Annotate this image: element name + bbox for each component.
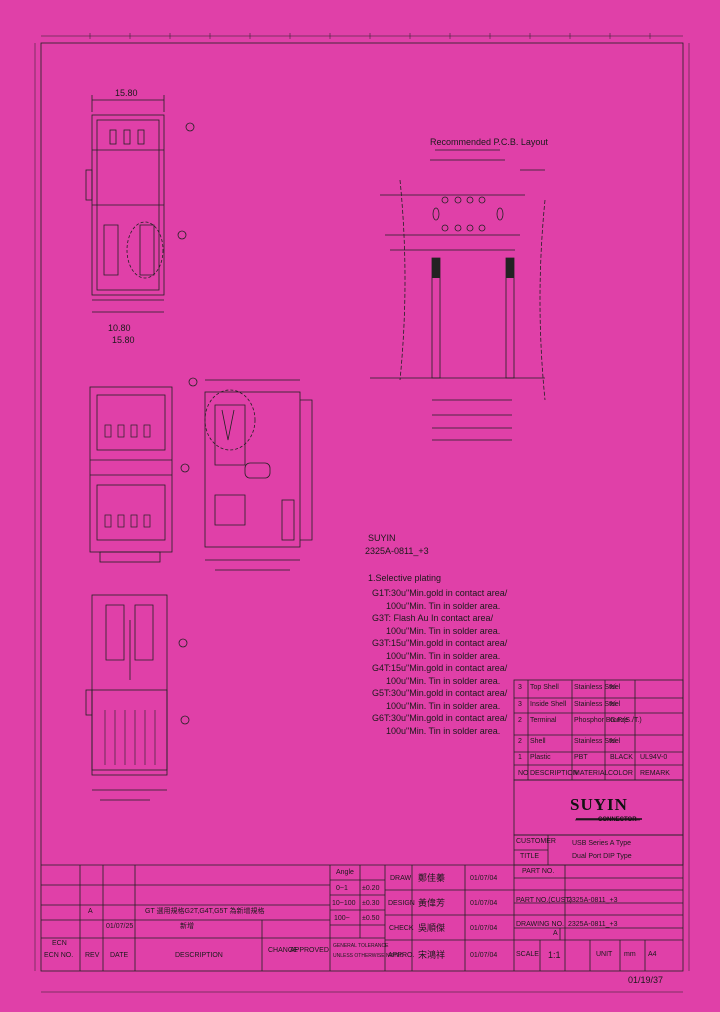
plating-note-line: 100u"Min. Tin in solder area.	[386, 725, 501, 736]
notes-title: 1.Selective plating	[368, 573, 442, 583]
bom-cell-color: BLACK	[610, 754, 633, 761]
part-label: PART NO.	[522, 868, 555, 875]
bom-cell-desc: Top Shell	[530, 684, 559, 691]
bom-cell-no: 3	[518, 701, 522, 708]
rev-description: GT 選用規格G2T,G4T,G5T 為新增規格	[145, 908, 265, 915]
plating-note-line: 100u"Min. Tin in solder area.	[386, 650, 501, 661]
bom-cell-mat: PBT	[574, 754, 588, 761]
plating-note-line: 100u"Min. Tin in solder area.	[386, 675, 501, 686]
drawing-no-label: DRAWING NO.	[516, 921, 564, 928]
bom-cell-mat: Stainless Steel	[574, 701, 621, 708]
bom-cell-desc: Inside Shell	[530, 701, 567, 708]
scale-value: 1:1	[548, 950, 561, 960]
angle-label: Angle	[336, 869, 354, 876]
tol1-label: 0~1	[336, 885, 348, 892]
design-date: 01/07/04	[470, 900, 498, 907]
dim-top-width: 15.80	[115, 88, 138, 98]
plating-note-line: G1T:30u"Min.gold in contact area/	[372, 588, 508, 598]
bom-cell-remark: UL94V-0	[640, 754, 668, 761]
tol-c: ±0.50	[362, 915, 380, 922]
scale-label: SCALE	[516, 951, 539, 958]
bom-cell-desc: Shell	[530, 738, 546, 745]
bom-cell-color: Ni	[610, 701, 617, 708]
bom-header-desc: DESCRIPTION	[530, 770, 578, 777]
check-label: CHECK	[389, 925, 414, 932]
drawing-no: 2325A-0811_+3	[568, 921, 618, 928]
bom-cell-no: 1	[518, 754, 522, 761]
bom-cell-color: G.P.(S./T.)	[610, 717, 642, 724]
bom-cell-color: Ni	[610, 738, 617, 745]
unless-noted: UNLESS OTHERWISE NOTED	[333, 953, 404, 959]
plating-note-line: 100u"Min. Tin in solder area.	[386, 625, 501, 636]
company-logo: SUYIN	[570, 795, 628, 814]
tol-a: ±0.20	[362, 885, 380, 892]
draw-date: 01/07/04	[470, 875, 498, 882]
appro-label: APPRO.	[388, 952, 415, 959]
plating-note-line: G3T: Flash Au In contact area/	[372, 613, 494, 623]
check-date: 01/07/04	[470, 925, 498, 932]
section-part: 2325A-0811_+3	[365, 546, 429, 556]
part-no-label: PART NO.(CUST)	[516, 897, 573, 904]
dim-width-2: 15.80	[112, 335, 135, 345]
bom-cell-mat: Phosphor Bronze	[574, 717, 629, 724]
bom-header-color: COLOR	[608, 770, 633, 777]
ecn-no-label: ECN NO.	[44, 952, 74, 959]
ecn-label: ECN	[52, 940, 67, 947]
tol2-label: 10~100	[332, 900, 356, 907]
title-line-1: USB Series A Type	[572, 840, 632, 847]
design-label: DESIGN	[388, 900, 415, 907]
part-no: 2325A-0811_+3	[568, 897, 618, 904]
rev-initial: 新增	[180, 923, 194, 930]
draw-name: 鄭佳蓁	[418, 873, 446, 883]
change-label: CHANGE	[268, 947, 298, 954]
tol-b: ±0.30	[362, 900, 380, 907]
unit-value: mm	[624, 951, 636, 958]
rev-label: REV	[85, 952, 100, 959]
rev-a-tb: A	[553, 930, 558, 937]
title-line-2: Dual Port DIP Type	[572, 853, 632, 860]
appro-date: 01/07/04	[470, 952, 498, 959]
bom-cell-no: 2	[518, 717, 522, 724]
general-tolerance: GENERAL TOLERANCE	[333, 943, 389, 949]
plating-note-line: G6T:30u"Min.gold in contact area/	[372, 713, 508, 723]
section-label: SUYIN	[368, 533, 396, 543]
description-label: DESCRIPTION	[175, 952, 223, 959]
appro-name: 宋鴻祥	[418, 950, 446, 960]
dim-width-1: 10.80	[108, 323, 131, 333]
plating-note-line: 100u"Min. Tin in solder area.	[386, 700, 501, 711]
bom-cell-mat: Stainless Steel	[574, 684, 621, 691]
bom-cell-desc: Terminal	[530, 717, 557, 724]
bom-header-remark: REMARK	[640, 770, 670, 777]
title-label: TITLE	[520, 853, 540, 860]
approved-label: APPROVED	[290, 947, 329, 954]
sheet-size: A4	[648, 951, 657, 958]
bom-cell-no: 2	[518, 738, 522, 745]
unit-label: UNIT	[596, 951, 613, 958]
plating-note-line: G4T:15u"Min.gold in contact area/	[372, 663, 508, 673]
draw-label: DRAW	[390, 875, 412, 882]
design-name: 黃偉芳	[418, 898, 446, 908]
customer-label: CUSTOMER	[516, 838, 556, 845]
date-label: DATE	[110, 952, 129, 959]
rev-a: A	[88, 908, 93, 915]
tol3-label: 100~	[334, 915, 350, 922]
bom-header-mat: MATERIAL	[574, 770, 609, 777]
bom-header-no: NO	[518, 770, 529, 777]
bom-cell-desc: Plastic	[530, 754, 551, 761]
bom-cell-mat: Stainless Steel	[574, 738, 621, 745]
bom-cell-no: 3	[518, 684, 522, 691]
plating-note-line: G3T:15u"Min.gold in contact area/	[372, 638, 508, 648]
plating-note-line: G5T:30u"Min.gold in contact area/	[372, 688, 508, 698]
corner-date: 01/19/37	[628, 975, 664, 985]
bom-cell-color: Ni	[610, 684, 617, 691]
plating-note-line: 100u"Min. Tin in solder area.	[386, 600, 501, 611]
check-name: 吳順傑	[418, 923, 446, 933]
company-logo-sub: CONNECTOR	[598, 817, 637, 823]
rev-date: 01/07/25	[106, 923, 134, 930]
pcb-layout-title: Recommended P.C.B. Layout	[430, 137, 548, 147]
